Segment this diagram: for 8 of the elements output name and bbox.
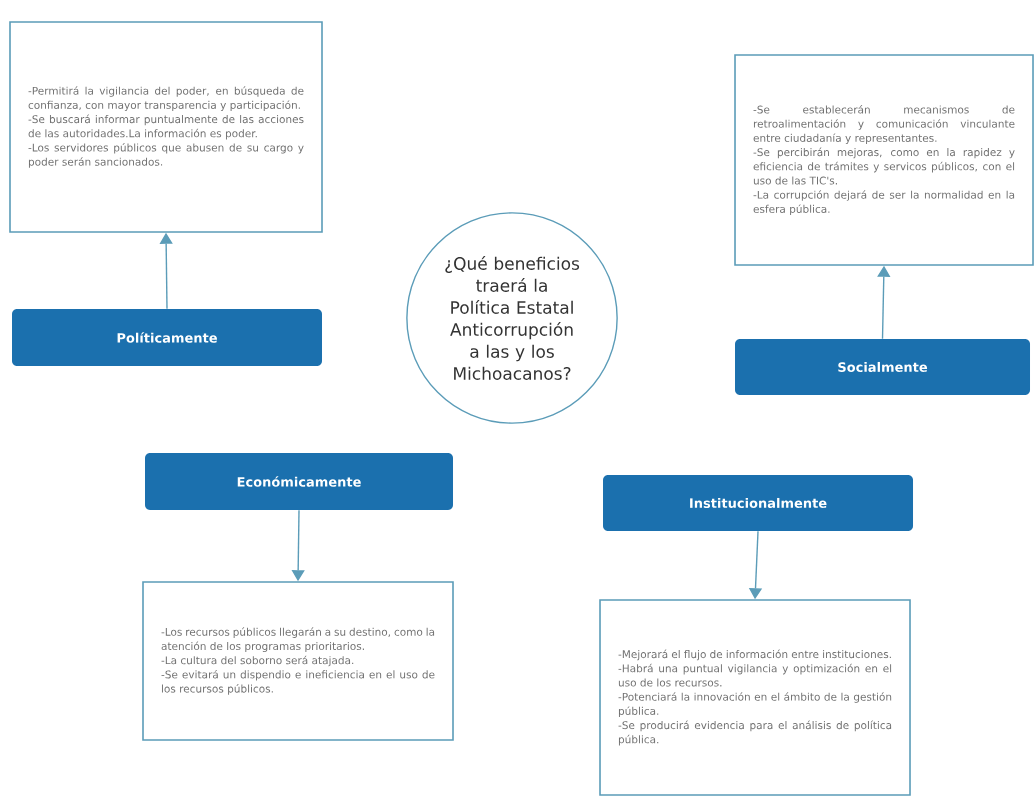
text-box: -Los recursos públicos llegarán a su destino, como la atención de los programas prioritarios. -La cultura del soborno será atajada. -Se evitará un dispendio e ineficiencia en el uso de los recursos públicos. [142,581,454,741]
heading-box: Socialmente [735,339,1030,395]
heading-box: Económicamente [145,453,453,510]
heading-box: Políticamente [12,309,322,366]
text-box: -Se establecerán mecanismos de retroalimentación y comunicación vinculante entre ciudadanía y representantes. -Se percibirán mejoras, como en la rapidez y eficiencia de trámites y servicos públicos, con el uso de las TIC's. -La corrupción dejará de ser la normalidad en la esfera pública. [734,54,1034,266]
text-box: -Permitirá la vigilancia del poder, en búsqueda de confianza, con mayor transparencia y participación. -Se buscará informar puntualmente de las acciones de las autoridades.La información es poder. -Los servidores públicos que abusen de su cargo y poder serán sancionados. [9,21,323,233]
text-box: -Mejorará el flujo de información entre instituciones. -Habrá una puntual vigilancia y optimización en el uso de los recursos. -Potenciará la innovación en el ámbito de la gestión pública. -Se producirá evidencia para el análisis de política pública. [599,599,911,796]
heading-box: Institucionalmente [603,475,913,531]
